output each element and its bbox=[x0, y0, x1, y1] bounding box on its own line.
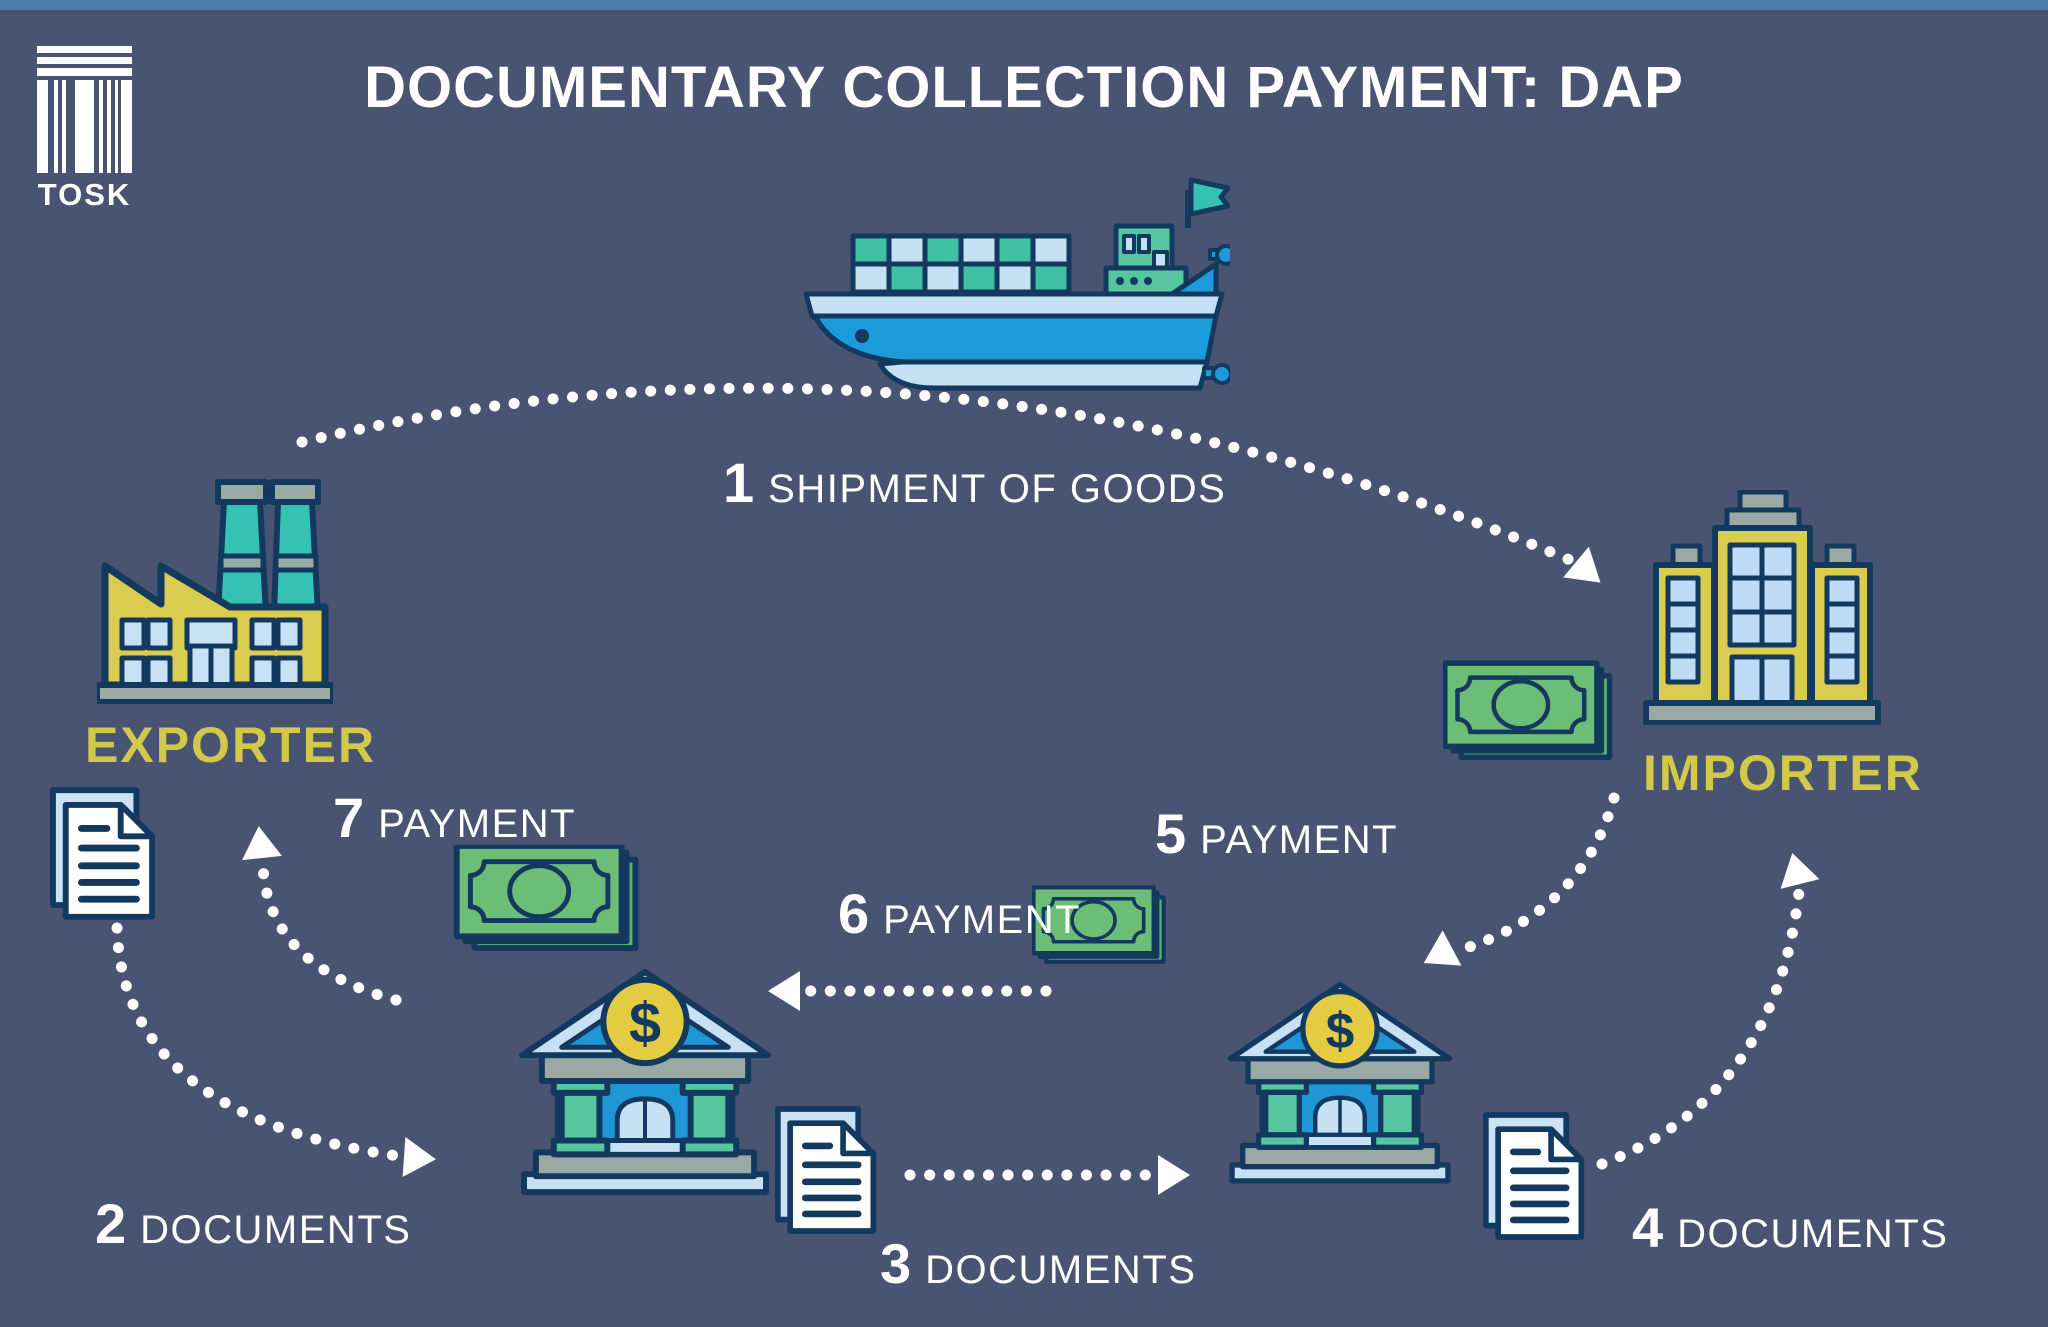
importer-label: IMPORTER bbox=[1643, 745, 1923, 801]
step-text: PAYMENT bbox=[1200, 818, 1399, 862]
arrowhead-4 bbox=[1780, 852, 1820, 889]
step-number: 2 bbox=[95, 1192, 127, 1255]
step-label-shipment: 1 SHIPMENT OF GOODS bbox=[723, 455, 1226, 511]
arrowhead-5 bbox=[1423, 930, 1462, 966]
money-icon-payment-7 bbox=[453, 845, 639, 952]
arrow-documents-to-importer bbox=[1596, 886, 1805, 1170]
exporter-factory-icon bbox=[97, 479, 333, 704]
step-label-payment-6: 6 PAYMENT bbox=[838, 886, 1081, 942]
dollar-coin-symbol: $ bbox=[1326, 1002, 1355, 1059]
arrow-payment-to-exporter bbox=[257, 860, 402, 1006]
documents-icon-between-banks bbox=[775, 1106, 877, 1234]
step-number: 4 bbox=[1632, 1196, 1664, 1259]
step-number: 1 bbox=[723, 451, 755, 514]
step-number: 5 bbox=[1155, 802, 1187, 865]
exporter-label: EXPORTER bbox=[85, 717, 377, 773]
arrowhead-3 bbox=[1158, 1155, 1190, 1195]
step-number: 3 bbox=[880, 1232, 912, 1295]
arrowhead-1 bbox=[1563, 546, 1601, 583]
dollar-coin-symbol: $ bbox=[629, 991, 661, 1055]
documents-icon-importer bbox=[1483, 1112, 1585, 1240]
money-icon-payment-5 bbox=[1443, 660, 1613, 760]
step-label-documents-3: 3 DOCUMENTS bbox=[880, 1236, 1196, 1292]
page-title: DOCUMENTARY COLLECTION PAYMENT: DAP bbox=[364, 55, 1684, 120]
step-text: DOCUMENTS bbox=[1677, 1212, 1949, 1256]
step-label-payment-7: 7 PAYMENT bbox=[333, 790, 576, 846]
step-text: SHIPMENT OF GOODS bbox=[768, 467, 1227, 511]
tosk-logo: TOSK bbox=[37, 46, 132, 213]
arrow-shipment-of-goods bbox=[296, 382, 1576, 566]
cargo-ship-icon bbox=[803, 177, 1230, 391]
arrowhead-6 bbox=[768, 971, 800, 1011]
step-number: 7 bbox=[333, 786, 365, 849]
step-number: 6 bbox=[838, 882, 870, 945]
step-text: PAYMENT bbox=[378, 802, 577, 846]
step-text: PAYMENT bbox=[883, 898, 1082, 942]
tosk-column-icon bbox=[37, 46, 132, 173]
top-accent-bar bbox=[0, 0, 2048, 10]
money-icon-payment-6 bbox=[1032, 885, 1166, 964]
arrow-documents-to-bank bbox=[111, 922, 404, 1162]
step-label-payment-5: 5 PAYMENT bbox=[1155, 806, 1398, 862]
step-label-documents-4: 4 DOCUMENTS bbox=[1632, 1200, 1948, 1256]
collecting-bank-icon: $ bbox=[1227, 981, 1453, 1184]
logo-wordmark: TOSK bbox=[37, 177, 132, 212]
documents-icon-exporter bbox=[50, 787, 156, 920]
arrowhead-2 bbox=[402, 1137, 436, 1177]
step-text: DOCUMENTS bbox=[140, 1208, 412, 1252]
arrowhead-7 bbox=[242, 826, 282, 861]
step-label-documents-2: 2 DOCUMENTS bbox=[95, 1196, 411, 1252]
remitting-bank-icon: $ bbox=[519, 968, 771, 1196]
arrow-payment-importer-to-bank bbox=[1454, 792, 1620, 956]
step-text: DOCUMENTS bbox=[925, 1248, 1197, 1292]
importer-building-icon bbox=[1643, 490, 1881, 725]
